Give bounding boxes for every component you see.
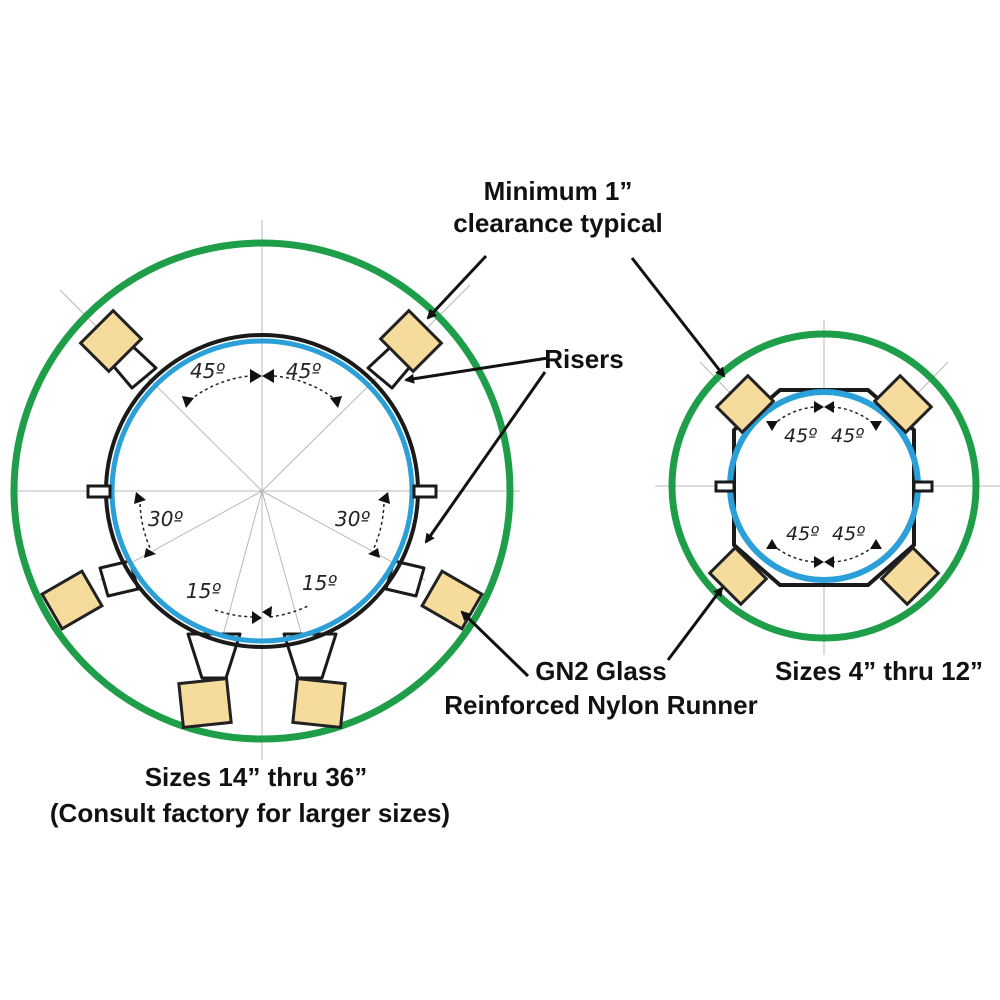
clearance-arrow-small bbox=[630, 257, 726, 378]
runner-mid-left bbox=[40, 569, 104, 631]
small-angle-top-right: 45º bbox=[831, 425, 864, 447]
runner-label-line1: GN2 Glass bbox=[535, 656, 667, 686]
large-casing-circle bbox=[10, 239, 514, 743]
runner-bottom-left bbox=[177, 676, 233, 730]
large-angle-arrowheads bbox=[134, 369, 390, 624]
large-angle-bottom-right: 15º bbox=[302, 571, 337, 595]
small-assembly: 45º 45º 45º 45º bbox=[655, 320, 1000, 655]
large-carrier-pipe bbox=[109, 338, 415, 644]
large-band-tab-left bbox=[86, 484, 112, 499]
callout-arrows bbox=[404, 254, 726, 678]
small-runner-top-left bbox=[714, 373, 776, 435]
runner-bottom-right bbox=[291, 676, 347, 730]
runner-arrow-large bbox=[460, 610, 530, 678]
runner-arrow-small bbox=[666, 586, 724, 661]
risers-label: Risers bbox=[544, 344, 624, 374]
large-angle-top-left: 45º bbox=[190, 359, 225, 383]
small-runner-bottom-left bbox=[707, 545, 769, 607]
large-angle-mid-left: 30º bbox=[148, 507, 183, 531]
small-band-tab-left bbox=[714, 480, 736, 493]
clearance-label-line2: clearance typical bbox=[453, 208, 663, 238]
small-runner-bottom-right bbox=[879, 545, 941, 607]
large-caption-line1: Sizes 14” thru 36” bbox=[145, 762, 368, 792]
small-runner-top-right bbox=[872, 373, 934, 435]
clearance-label-line1: Minimum 1” bbox=[484, 176, 633, 206]
small-runners bbox=[707, 373, 941, 607]
large-angle-mid-right: 30º bbox=[335, 507, 370, 531]
runner-top-right bbox=[378, 308, 444, 374]
risers-arrow-bottom bbox=[424, 371, 547, 544]
runner-top-left bbox=[78, 308, 144, 374]
small-angle-arrowheads bbox=[766, 401, 882, 568]
large-angle-bottom-left: 15º bbox=[186, 579, 221, 603]
small-angle-bottom-right: 45º bbox=[832, 523, 865, 545]
clearance-arrow-large bbox=[426, 254, 488, 320]
small-casing-circle bbox=[668, 330, 980, 642]
small-caption: Sizes 4” thru 12” bbox=[775, 656, 983, 686]
large-caption-line2: (Consult factory for larger sizes) bbox=[50, 798, 450, 828]
small-angle-top-left: 45º bbox=[784, 425, 817, 447]
large-assembly: 45º 45º 30º 30º 15º 15º bbox=[10, 220, 520, 760]
large-angle-top-right: 45º bbox=[286, 359, 321, 383]
risers-arrow-top bbox=[404, 356, 549, 384]
large-band-tab-right bbox=[412, 484, 438, 499]
small-angle-bottom-left: 45º bbox=[786, 523, 819, 545]
small-band-tab-right bbox=[912, 480, 934, 493]
runner-label-line2: Reinforced Nylon Runner bbox=[444, 690, 757, 720]
